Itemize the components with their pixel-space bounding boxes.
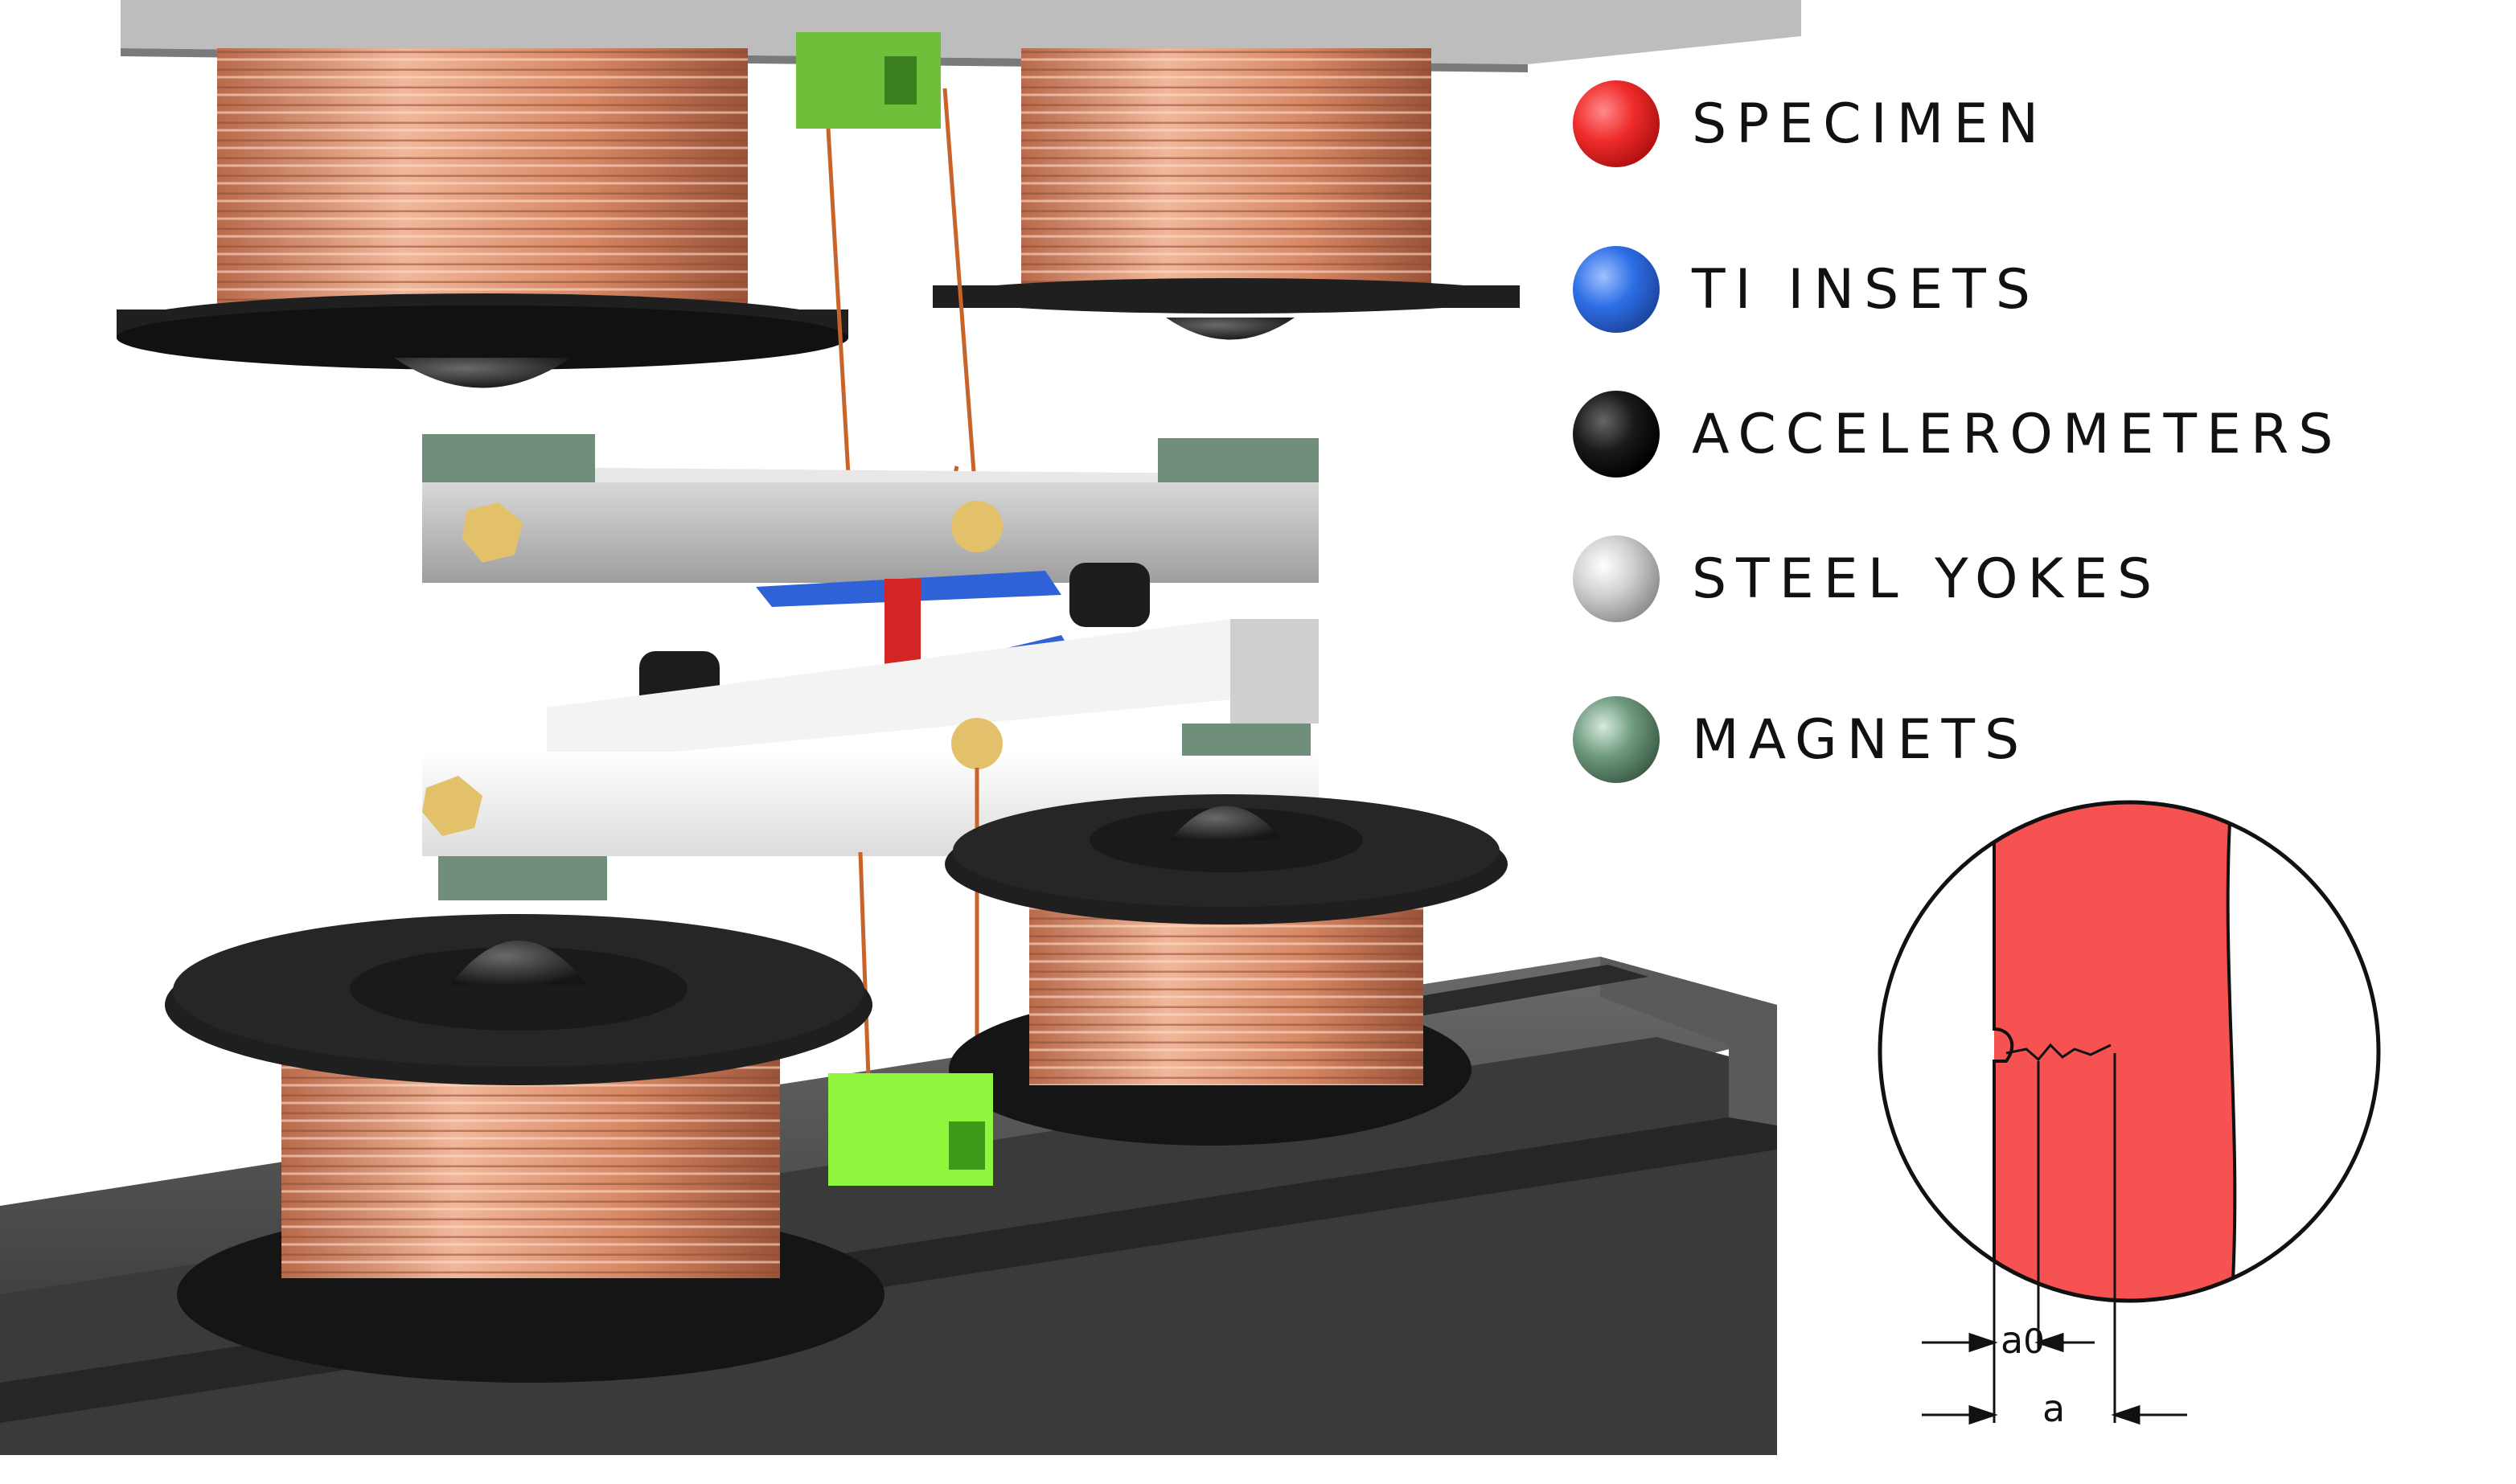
legend-ball-steel-yokes bbox=[1573, 535, 1660, 622]
dimension-a-letter: a bbox=[2042, 1387, 2066, 1430]
dimension-a0-subscript: 0 bbox=[2023, 1322, 2045, 1361]
dimension-a0-letter: a bbox=[2001, 1318, 2024, 1362]
legend-item-steel-yokes: STEEL YOKES bbox=[1568, 531, 2161, 627]
steel-yoke-upper bbox=[422, 434, 1319, 583]
legend-item-magnets: MAGNETS bbox=[1568, 691, 2029, 788]
coil-lower-left bbox=[165, 914, 884, 1383]
upper-magnet-clamp bbox=[796, 32, 941, 129]
coil-upper-left bbox=[117, 48, 848, 388]
legend-item-ti-insets: TI INSETS bbox=[1568, 241, 2040, 338]
legend-ball-specimen bbox=[1573, 80, 1660, 167]
legend-label-ti-insets: TI INSETS bbox=[1692, 257, 2040, 322]
dimension-label-a0: a0 bbox=[2001, 1318, 2045, 1362]
legend-label-magnets: MAGNETS bbox=[1692, 707, 2030, 772]
legend-item-accelerometers: ACCELEROMETERS bbox=[1568, 386, 2342, 482]
legend-item-specimen: SPECIMEN bbox=[1568, 76, 2048, 172]
crack-line bbox=[2005, 1043, 2112, 1062]
dimension-lines bbox=[1922, 1053, 2187, 1425]
legend-ball-ti-insets bbox=[1573, 246, 1660, 333]
legend-label-steel-yokes: STEEL YOKES bbox=[1692, 547, 2162, 611]
legend-label-specimen: SPECIMEN bbox=[1692, 92, 2049, 156]
crack-detail-view bbox=[1878, 800, 2381, 1425]
legend-label-accelerometers: ACCELEROMETERS bbox=[1692, 402, 2343, 466]
coil-upper-right bbox=[933, 48, 1520, 340]
lower-magnet-clamp bbox=[828, 1073, 993, 1186]
coil-lower-right bbox=[945, 794, 1508, 1146]
dimension-label-a: a bbox=[2042, 1387, 2065, 1430]
legend-ball-magnets bbox=[1573, 696, 1660, 783]
legend-ball-accelerometers bbox=[1573, 391, 1660, 478]
